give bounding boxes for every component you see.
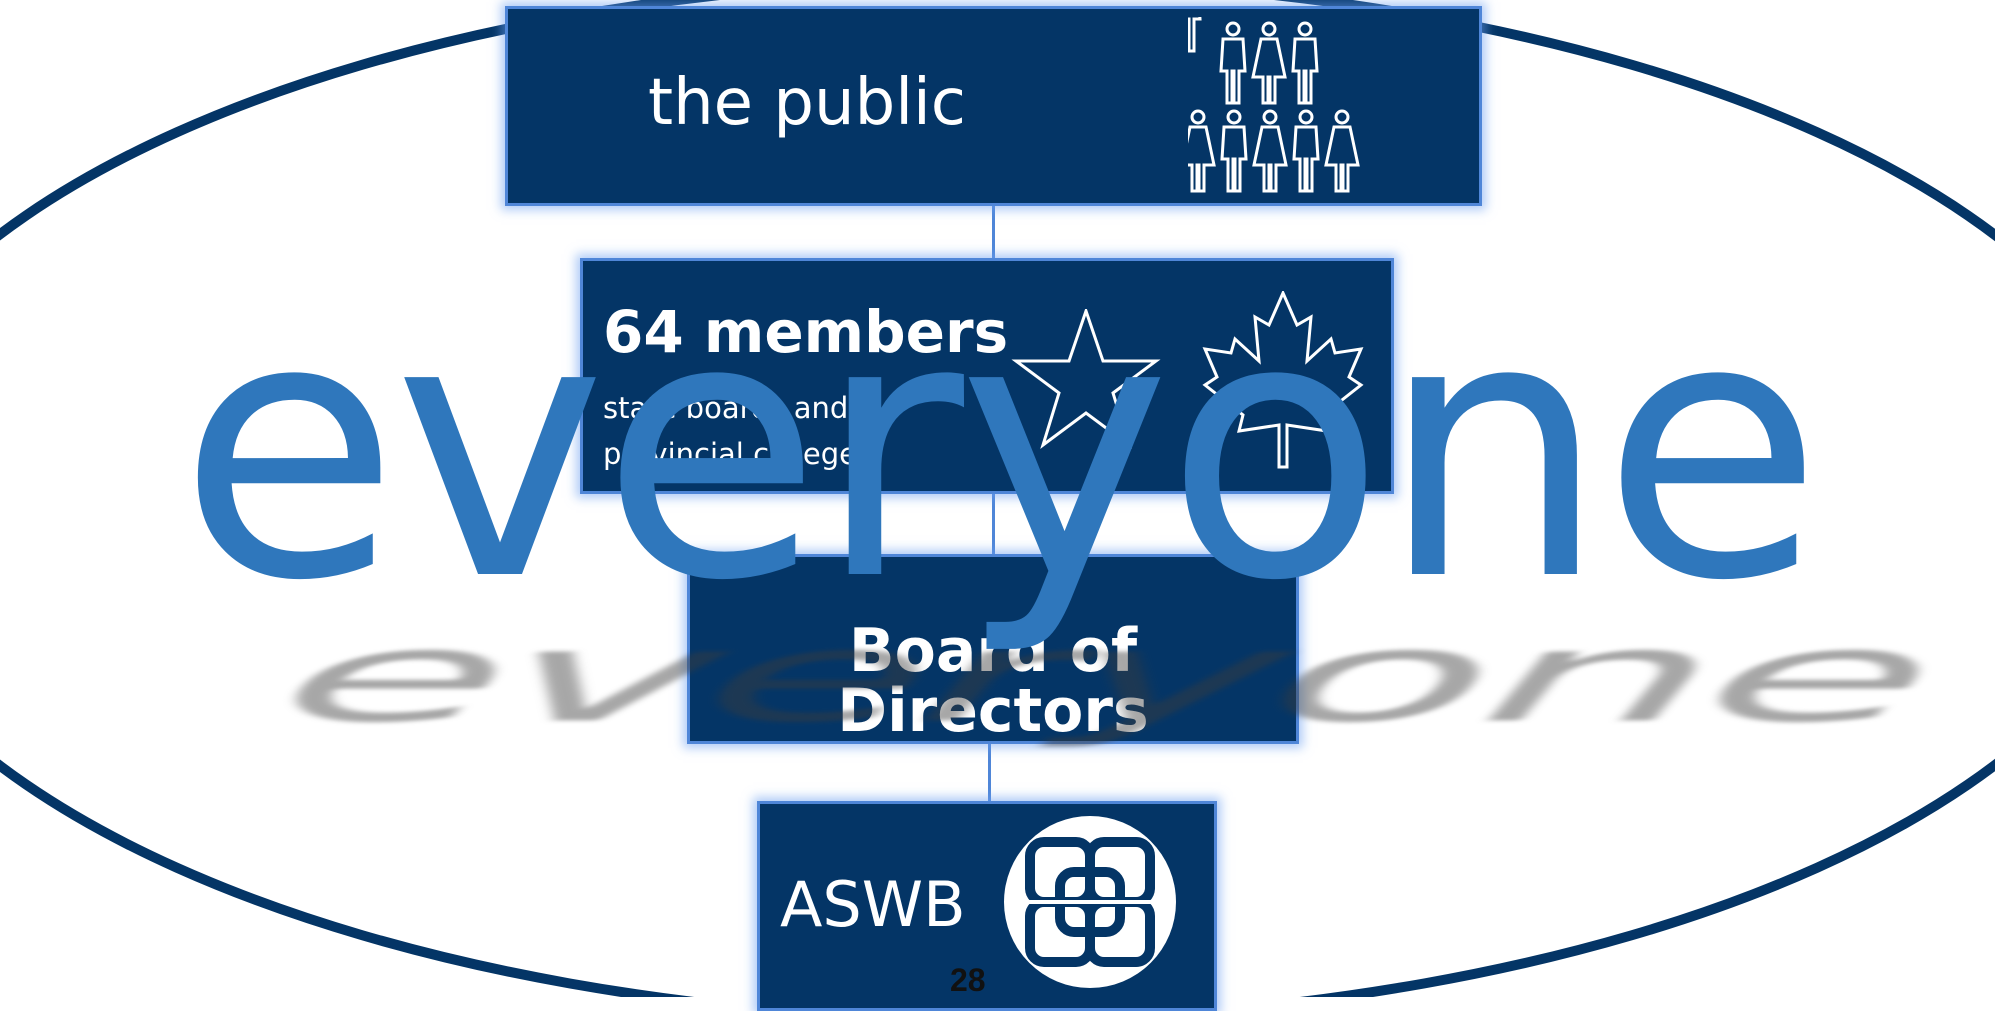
public-label: the public [648, 66, 966, 140]
connector-board-aswb [988, 744, 991, 801]
everyone-watermark: everyone [178, 240, 1823, 659]
board-label: Board of Directors [837, 616, 1149, 746]
maple-leaf-icon [1202, 291, 1364, 469]
aswb-box: ASWB [757, 801, 1217, 1011]
page-number: 28 [950, 962, 986, 998]
members-title: 64 members [603, 298, 1009, 366]
aswb-logo-icon [1004, 816, 1176, 988]
public-box: the public [505, 6, 1482, 206]
board-box: Board of Directors [687, 554, 1299, 744]
connector-public-members [992, 206, 995, 258]
star-icon [1011, 309, 1161, 449]
connector-members-board [992, 494, 995, 554]
people-group-icon [1188, 17, 1360, 193]
aswb-label: ASWB [780, 868, 966, 941]
members-subtitle: state boards and provincial colleges [603, 391, 873, 471]
members-box: 64 members state boards and provincial c… [580, 258, 1394, 494]
